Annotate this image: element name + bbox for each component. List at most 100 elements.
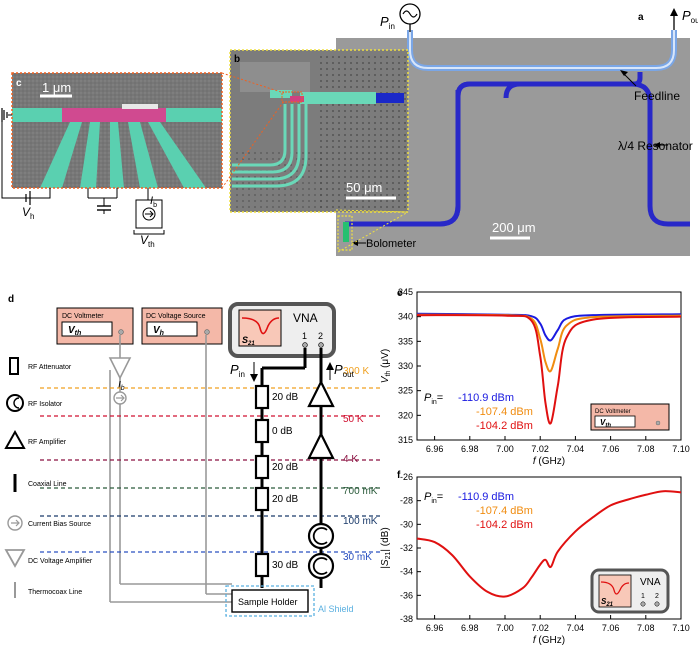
inset-port-2-knob [654,601,660,607]
x-tick-label: 7.10 [672,623,690,633]
legend-series-0: -110.9 dBm [458,392,514,404]
y-tick-label: 315 [398,435,413,445]
attenuator-label-1: 0 dB [272,426,293,437]
rf-amplifier-icon [4,429,26,449]
s21-label-d: S21 [242,335,255,347]
x-tick-label: 7.02 [531,623,549,633]
y-axis-label: |S21| (dB) [380,527,392,568]
x-tick-label: 7.06 [602,444,620,454]
legend-series-2: -104.2 dBm [476,519,533,531]
inset-vna-label: VNA [640,577,661,588]
vth-label-c: Vth [140,233,155,249]
dc-amplifier-icon [4,549,26,568]
p-in-label: Pin [380,14,395,31]
sample-holder-label: Sample Holder [238,597,298,607]
stage-label-0: 300 K [343,366,369,377]
legend-attenuator: RF Attenuator [28,364,72,371]
series-line-2 [416,314,682,425]
rf-attenuator-icon [9,357,19,375]
stage-label-1: 50 K [343,414,364,425]
resonator-trace-4 [503,81,640,99]
panel-a-letter: a [638,12,644,23]
p-out-label: Pout [682,8,698,25]
inset-port-1: 1 [641,593,645,600]
x-tick-label: 6.98 [461,444,479,454]
panel-e-letter: e [397,288,403,299]
stage-label-3: 700 mK [343,486,378,497]
lead-4 [128,122,158,188]
stage-label-5: 30 mK [343,552,372,563]
rf-isolator-icon [6,394,24,412]
bolometer-label: Bolometer [366,238,416,250]
vh-label-d: Vh [153,325,164,337]
legend-amplifier: RF Amplifier [28,439,67,446]
sample-holder-box [231,589,309,613]
x-tick-label: 7.00 [496,623,514,633]
attenuator-label-4: 30 dB [272,560,298,571]
sine-wave-icon [402,10,418,18]
legend-series-1: -107.4 dBm [476,505,533,517]
rf-attenuator-3 [254,486,270,512]
y-tick-label: -30 [400,519,413,529]
dc-amp-triangle [108,357,132,380]
stage-label-2: 4 K [343,454,358,465]
rf-amplifier-1 [307,379,335,408]
feedline-label: Feedline [634,89,680,103]
panel-b: 50 μm b [221,49,409,253]
scale-label-b: 50 μm [346,180,382,195]
inset-s21-label: S21 [601,597,614,608]
panel-d: d DC Voltmeter Vth DC Voltage Source Vh … [4,294,380,617]
legend-pin-label: Pin= [424,392,443,406]
panel-d-legend: RF Attenuator RF Isolator RF Amplifier C… [4,357,93,598]
bolometer-box [337,215,353,251]
y-tick-label: -38 [400,614,413,624]
panel-c: c 1 μm Vh Ib Vth [1,72,223,249]
x-tick-label: 6.96 [426,623,444,633]
x-tick-label: 6.96 [426,444,444,454]
lead-1 [40,122,82,188]
y-tick-label: -34 [400,567,413,577]
blue-trace [376,93,404,103]
vna-port-2: 2 [318,331,323,341]
panel-d-letter: d [8,294,14,305]
x-tick-label: 7.06 [602,623,620,633]
legend-coax: Coaxial Line [28,481,67,488]
scale-label-a: 200 μm [492,220,536,235]
rf-attenuator-1 [254,418,270,444]
pout-label-d: Pout [334,362,355,379]
stage-label-4: 100 mK [343,516,378,527]
legend-current-bias: Current Bias Source [28,521,91,528]
arrow-up-icon [670,8,678,16]
rf-amplifier-2 [307,431,335,460]
resonator-trace-3 [631,81,690,227]
y-tick-label: 345 [398,287,413,297]
x-tick-label: 7.00 [496,444,514,454]
ib-label-c: Ib [150,195,157,209]
panel-b-frame [229,49,409,213]
bolometer-green [343,222,349,242]
x-axis-label: f (GHz) [533,456,565,467]
rf-attenuator-4 [254,552,270,578]
y-tick-label: 340 [398,312,413,322]
vna-label: VNA [293,311,318,325]
legend-series-1: -107.4 dBm [476,406,533,418]
attenuator-label-2: 20 dB [272,462,298,473]
inset-s21-screen [598,574,632,608]
attenuator-chain: 20 dB 0 dB 20 dB 20 dB 30 dB [254,384,298,578]
lead-2 [80,122,100,188]
feedline-center [409,30,675,69]
attenuator-label-3: 20 dB [272,494,298,505]
y-tick-label: -32 [400,543,413,553]
vh-label-c: Vh [22,205,34,221]
attenuator-label-0: 20 dB [272,392,298,403]
y-tick-label: 335 [398,336,413,346]
x-tick-label: 7.04 [567,444,585,454]
lead-5 [148,122,206,188]
y-tick-label: 325 [398,386,413,396]
y-tick-label: 320 [398,410,413,420]
legend-thermocoax: Thermocoax Line [28,589,82,596]
